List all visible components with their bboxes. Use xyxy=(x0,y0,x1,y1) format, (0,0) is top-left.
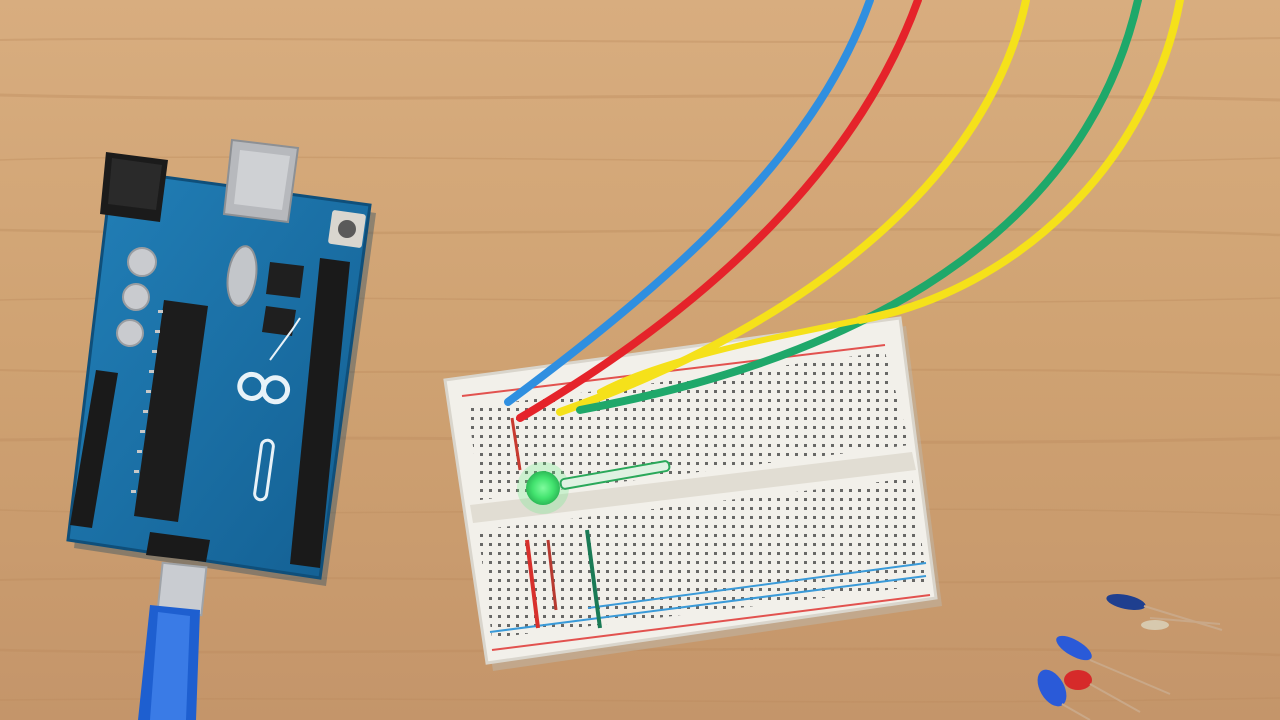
green-led xyxy=(526,471,560,505)
loose-led-red xyxy=(1064,670,1141,713)
small-chip xyxy=(266,262,304,298)
breadboard xyxy=(443,316,942,671)
jumper-green xyxy=(585,529,602,629)
loose-led-blue xyxy=(1106,593,1223,631)
wire-yellow-2 xyxy=(856,0,1184,324)
capacitor xyxy=(127,247,157,277)
digital-header xyxy=(290,258,350,568)
jumper-wires xyxy=(504,0,1184,422)
breadboard-channel xyxy=(470,452,916,523)
wire-yellow-1 xyxy=(556,0,1030,416)
jumper-red xyxy=(546,539,558,611)
capacitor xyxy=(116,319,144,347)
resistor xyxy=(559,460,671,490)
microcontroller-chip xyxy=(134,300,208,522)
analog-header xyxy=(70,370,118,528)
capacitor xyxy=(122,283,150,311)
wire-red xyxy=(516,0,922,422)
wire-blue xyxy=(504,0,874,406)
arduino-infinity-logo xyxy=(237,371,291,405)
icsp-header xyxy=(146,532,210,562)
board-label-area xyxy=(253,438,275,502)
jumper-red xyxy=(525,539,540,629)
small-chip xyxy=(262,306,296,336)
usb-cable xyxy=(138,561,208,720)
rail-blue-bottom xyxy=(489,575,927,633)
loose-leds xyxy=(1037,593,1223,720)
crystal-oscillator xyxy=(226,245,258,307)
rail-red-bottom xyxy=(491,594,931,651)
wire-green xyxy=(576,0,1142,414)
loose-led-blue xyxy=(1056,635,1171,695)
arduino-board xyxy=(66,138,376,586)
loose-led-blue xyxy=(1037,669,1091,720)
